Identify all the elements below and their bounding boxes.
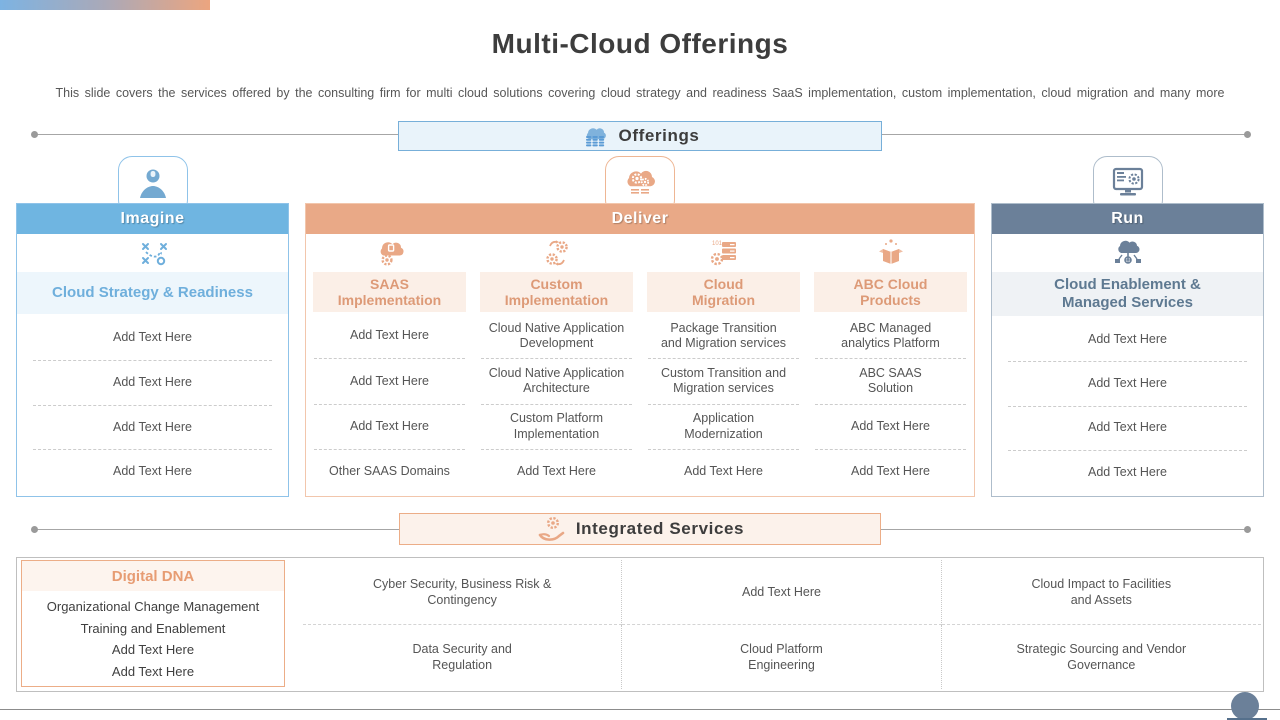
deliver-item: Application Modernization (648, 403, 799, 449)
service-cell: Add Text Here (622, 560, 942, 625)
offerings-line-right-dot (1244, 131, 1251, 138)
svg-text:101: 101 (712, 241, 723, 247)
gears-sync-icon (473, 234, 640, 272)
deliver-subcolumn-products: ABC Cloud Products ABC Managed analytics… (807, 234, 974, 496)
deliver-subheader: SAAS Implementation (313, 272, 466, 312)
deliver-item: Add Text Here (815, 448, 966, 494)
deliver-subheader: Custom Implementation (480, 272, 633, 312)
digital-dna-box: Digital DNA Organizational Change Manage… (21, 560, 285, 687)
deliver-item: Add Text Here (648, 448, 799, 494)
deliver-item: Package Transition and Migration service… (660, 320, 787, 351)
integrated-banner-label: Integrated Services (575, 519, 745, 538)
offerings-banner: Offerings (398, 121, 882, 151)
run-items: Add Text Here Add Text Here Add Text Her… (992, 316, 1263, 496)
accent-gradient-bar (0, 0, 210, 10)
cloud-gears-icon (620, 164, 660, 202)
run-item: Add Text Here (1088, 331, 1167, 346)
server-gear-icon: 101 (640, 234, 807, 272)
integrated-services-banner: Integrated Services (399, 513, 881, 545)
deliver-item: Cloud Native Application Development (488, 320, 625, 351)
service-cell: Cyber Security, Business Risk & Continge… (303, 560, 623, 625)
product-box-icon (807, 234, 974, 272)
footer-divider (0, 709, 1280, 710)
integrated-line-right-dot (1244, 526, 1251, 533)
page-title: Multi-Cloud Offerings (491, 28, 789, 59)
deliver-item: Add Text Here (314, 403, 465, 449)
hand-gear-icon (536, 515, 566, 543)
deliver-subcolumn-saas: SAAS Implementation Add Text Here Add Te… (306, 234, 473, 496)
deliver-header: Deliver (306, 204, 974, 234)
deliver-item: Other SAAS Domains (314, 448, 465, 494)
person-icon (135, 164, 171, 202)
service-cell: Data Security and Regulation (303, 624, 623, 689)
deliver-subcolumn-migration: 101 Cloud Migration Package Transition a… (640, 234, 807, 496)
deliver-item: ABC Managed analytics Platform (841, 320, 940, 351)
service-cell: Strategic Sourcing and Vendor Governance (1016, 641, 1187, 672)
service-cell: Cloud Platform Engineering (622, 624, 942, 689)
deliver-item: Add Text Here (314, 358, 465, 403)
deliver-item: Add Text Here (350, 328, 429, 343)
digital-dna-item: Add Text Here (111, 642, 195, 657)
run-column: Run Cloud Enablement & Managed Services … (991, 203, 1264, 497)
run-header: Run (992, 204, 1263, 234)
offerings-banner-label: Offerings (618, 126, 700, 145)
deliver-subheader: ABC Cloud Products (814, 272, 967, 312)
digital-dna-item: Organizational Change Management (46, 599, 260, 614)
deliver-subcolumn-custom: Custom Implementation Cloud Native Appli… (473, 234, 640, 496)
offerings-line-left-dot (31, 131, 38, 138)
slide-subtitle: This slide covers the services offered b… (55, 86, 1225, 100)
integrated-services-grid: Digital DNA Organizational Change Manage… (16, 557, 1264, 692)
monitor-gear-icon (1109, 164, 1147, 202)
imagine-service-title: Cloud Strategy & Readiness (17, 272, 288, 314)
deliver-item: Add Text Here (815, 403, 966, 449)
strategy-icon (17, 234, 288, 272)
deliver-column: Deliver SAAS Implementation Add Text Her… (305, 203, 975, 497)
deliver-subheader: Cloud Migration (647, 272, 800, 312)
cloud-stacks-icon (581, 123, 609, 149)
imagine-item: Add Text Here (33, 449, 272, 494)
run-item: Add Text Here (1008, 361, 1247, 405)
deliver-item: Add Text Here (481, 448, 632, 494)
imagine-item: Add Text Here (33, 404, 272, 450)
deliver-item: Custom Transition and Migration services (648, 358, 799, 403)
service-cell: Cloud Impact to Facilities and Assets (941, 560, 1261, 625)
imagine-header: Imagine (17, 204, 288, 234)
deliver-item: ABC SAAS Solution (815, 358, 966, 403)
footer-circle-decoration (1231, 692, 1259, 720)
run-item: Add Text Here (1008, 449, 1247, 494)
imagine-item: Add Text Here (33, 359, 272, 405)
imagine-item: Add Text Here (113, 330, 192, 345)
run-service-title: Cloud Enablement & Managed Services (992, 272, 1263, 316)
imagine-items: Add Text Here Add Text Here Add Text Her… (17, 314, 288, 496)
digital-dna-item: Add Text Here (111, 663, 195, 679)
saas-cloud-gear-icon (306, 234, 473, 272)
cloud-network-icon (992, 234, 1263, 272)
deliver-item: Custom Platform Implementation (481, 403, 632, 449)
deliver-item: Cloud Native Application Architecture (481, 358, 632, 403)
footer-tick-decoration (1227, 718, 1267, 720)
integrated-line-left-dot (31, 526, 38, 533)
run-item: Add Text Here (1008, 405, 1247, 450)
imagine-column: Imagine Cloud Strategy & Readiness Add T… (16, 203, 289, 497)
digital-dna-item: Training and Enablement (80, 620, 226, 636)
digital-dna-title: Digital DNA (22, 561, 284, 591)
